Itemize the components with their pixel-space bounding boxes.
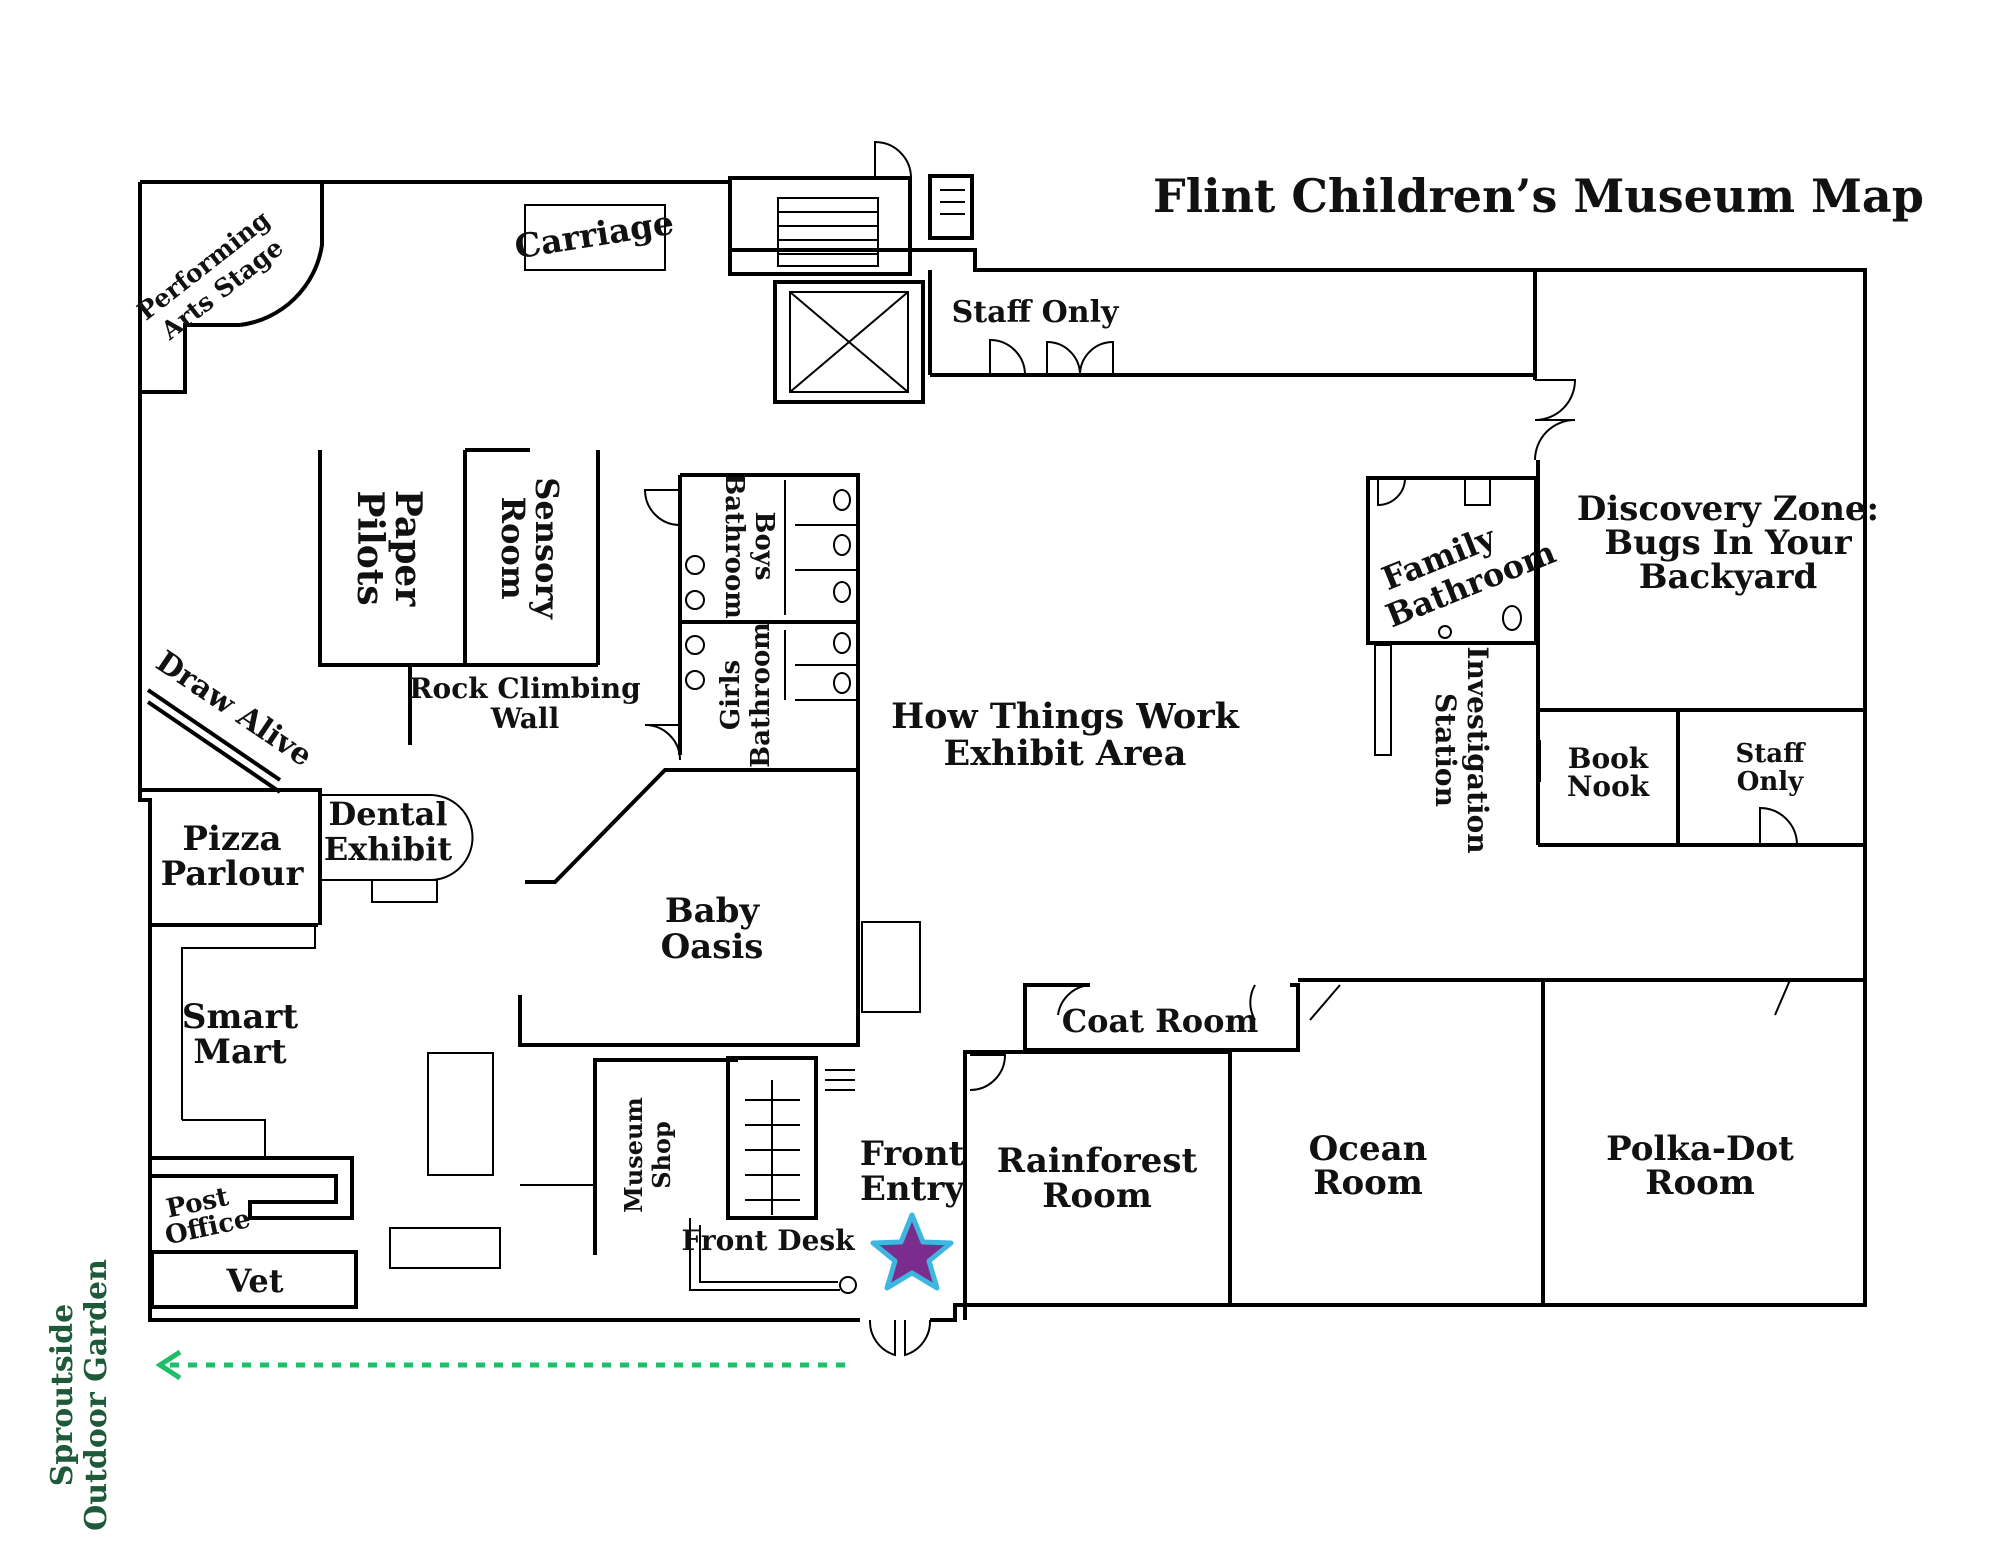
investigation-station-label-2: Station [1429, 693, 1462, 807]
sensory-room-label-2: Room [494, 496, 532, 599]
coat-room-label: Coat Room [1062, 1002, 1259, 1040]
pizza-dental-walls [150, 788, 474, 927]
ocean-room-label-2: Room [1313, 1163, 1423, 1203]
performing-arts-stage [140, 182, 324, 394]
discovery-zone-walls [1533, 270, 1865, 847]
museum-shop-walls [520, 1056, 857, 1294]
front-entry-label-2: Entry [860, 1169, 965, 1209]
garden-direction-arrow-icon [155, 1349, 845, 1381]
post-office-vet [150, 1156, 358, 1309]
smart-mart-label-1: Smart [182, 997, 298, 1037]
staff-only-top-label: Staff Only [952, 295, 1120, 330]
carriage-label: Carriage [512, 203, 677, 267]
staff-corridor-walls [928, 270, 1535, 377]
pizza-parlour-label-1: Pizza [182, 819, 281, 859]
front-entry-doors[interactable] [868, 1319, 932, 1357]
boys-bathroom-label-2: Bathroom [719, 473, 749, 619]
rainforest-room-label-2: Room [1042, 1176, 1152, 1216]
smart-mart-walls [181, 925, 501, 1269]
garden-label-1: Sproutside [45, 1304, 80, 1486]
museum-shop-label-2: Shop [647, 1121, 676, 1189]
paper-pilots-label-2: Pilots [349, 490, 391, 605]
smart-mart-label-2: Mart [193, 1032, 287, 1072]
rock-climbing-wall-label-1: Rock Climbing [409, 672, 640, 705]
staff-only-right-label-2: Only [1737, 767, 1804, 797]
girls-bathroom-label-1: Girls [716, 660, 746, 730]
front-entry-label-1: Front [860, 1134, 965, 1174]
vet-label: Vet [225, 1262, 283, 1300]
discovery-zone-label-3: Backyard [1639, 557, 1818, 597]
discovery-zone-label-1: Discovery Zone: [1577, 489, 1879, 529]
draw-alive-wall [146, 688, 282, 794]
paper-pilots-sensory-walls [318, 448, 600, 745]
you-are-here-star-icon [870, 1212, 954, 1291]
book-nook-label-1: Book [1568, 742, 1649, 775]
girls-bathroom-label-2: Bathroom [746, 622, 776, 768]
elevator [773, 280, 925, 404]
investigation-station-label-1: Investigation [1461, 646, 1494, 853]
dental-exhibit-label-1: Dental [328, 795, 447, 833]
dental-exhibit-label-2: Exhibit [324, 830, 452, 868]
bathrooms-block [643, 473, 860, 770]
pizza-parlour-label-2: Parlour [161, 854, 305, 894]
front-desk-label: Front Desk [681, 1224, 855, 1257]
how-things-work-label-2: Exhibit Area [944, 733, 1187, 774]
ocean-room-label-1: Ocean [1309, 1129, 1428, 1169]
map-title: Flint Children’s Museum Map [1153, 169, 1924, 223]
polka-dot-room-label-1: Polka-Dot [1606, 1129, 1794, 1169]
book-nook-label-2: Nook [1567, 770, 1650, 803]
how-things-work-label-1: How Things Work [891, 696, 1240, 737]
museum-shop-label-1: Museum [619, 1097, 648, 1213]
staff-only-right-label-1: Staff [1736, 739, 1807, 769]
polka-dot-room-label-2: Room [1645, 1163, 1755, 1203]
paper-pilots-label-1: Paper [387, 490, 429, 608]
garden-label-2: Outdoor Garden [79, 1259, 114, 1531]
baby-oasis-label-2: Oasis [661, 927, 764, 967]
boys-bathroom-label-1: Boys [749, 511, 779, 580]
bottom-rooms-walls [963, 979, 1791, 1320]
rock-climbing-wall-label-2: Wall [490, 702, 559, 735]
rainforest-room-label-1: Rainforest [997, 1141, 1198, 1181]
top-stairwell [728, 140, 974, 276]
sensory-room-label-1: Sensory [528, 477, 566, 620]
carriage-exhibit [524, 204, 666, 271]
baby-oasis-walls [518, 768, 921, 1047]
baby-oasis-label-1: Baby [665, 891, 761, 931]
discovery-zone-label-2: Bugs In Your [1604, 523, 1852, 563]
